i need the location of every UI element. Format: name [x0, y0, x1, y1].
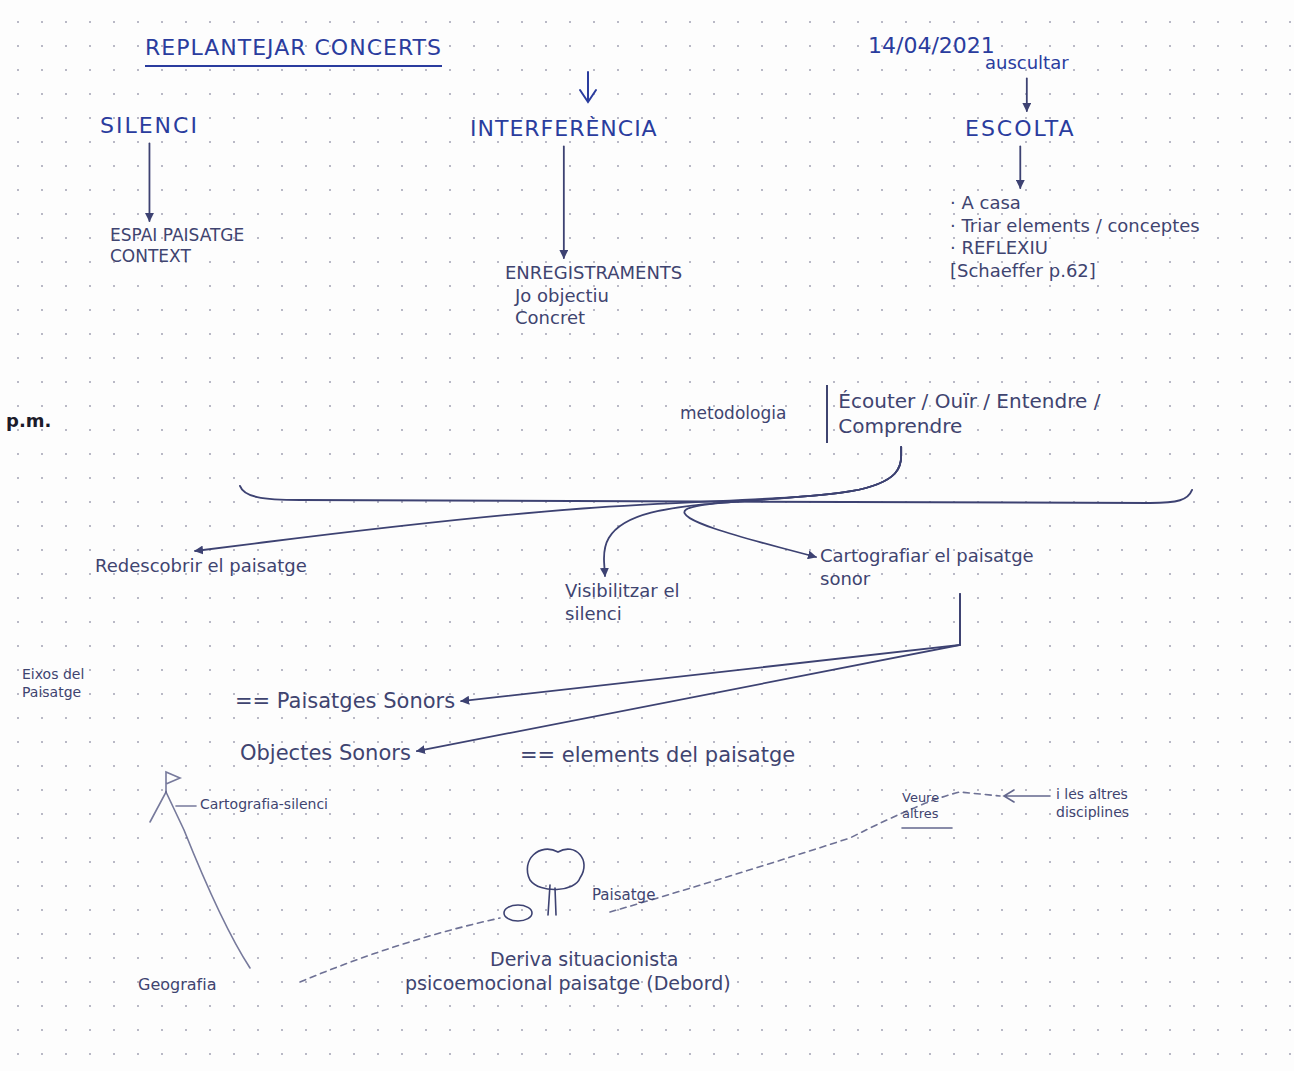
note-text: ESCOLTA	[965, 115, 1076, 143]
veure-underline	[902, 827, 952, 829]
note-text: metodologia	[680, 403, 786, 424]
note-node: auscultar	[985, 52, 1069, 75]
note-text: · Triar elements / conceptes	[950, 215, 1270, 238]
tree-label: Paisatge	[592, 886, 655, 905]
note-node: Cartografiar el paisatge sonor	[820, 545, 1040, 590]
note-node: · A casa· Triar elements / conceptes· RE…	[950, 192, 1270, 282]
peak-label: Cartografia-silenci	[200, 796, 328, 814]
note-text: Visibilitzar el silenci	[565, 580, 705, 625]
arrow-connector	[461, 594, 960, 701]
note-text: SILENCI	[100, 112, 199, 140]
arrow-connector	[1019, 147, 1021, 189]
footer-note: Deriva situacionista psicoemocional pais…	[405, 948, 797, 996]
note-node: INTERFERÈNCIA	[470, 115, 658, 143]
arrow-connector	[149, 144, 151, 222]
note-node: ENREGISTRAMENTSJo objectiu Concret	[505, 262, 715, 330]
peak-arrow	[1004, 790, 1050, 802]
note-text: Écouter / Ouïr / Entendre / Comprendre	[826, 385, 1122, 443]
note-node: Visibilitzar el silenci	[565, 580, 705, 625]
note-node: ESPAI PAISATGE CONTEXT	[110, 225, 305, 268]
note-node: ESCOLTA	[965, 115, 1076, 143]
note-text: ENREGISTRAMENTS	[505, 262, 715, 285]
small-note: Veure altres	[902, 790, 957, 823]
peak-note: i les altres disciplines	[1056, 786, 1176, 821]
note-text: == Paisatges Sonors	[235, 688, 455, 714]
flag	[166, 772, 180, 792]
note-node: SILENCI	[100, 112, 199, 140]
note-node: Objectes Sonors	[240, 740, 411, 766]
note-text: Objectes Sonors	[240, 740, 411, 766]
note-text: INTERFERÈNCIA	[470, 115, 658, 143]
note-text: ESPAI PAISATGE CONTEXT	[110, 225, 305, 268]
margin-note: p.m.	[6, 410, 51, 433]
arrow-connector	[563, 147, 565, 259]
arrow-connector	[195, 447, 901, 551]
sketch-lines	[150, 72, 1192, 982]
note-node: metodologia Écouter / Ouïr / Entendre / C…	[680, 385, 1122, 443]
note-text: auscultar	[985, 52, 1069, 75]
equivalence-note: == elements del paisatge	[520, 742, 795, 768]
title-arrow	[587, 72, 589, 100]
page-title: REPLANTEJAR CONCERTS	[145, 34, 442, 67]
arrow-connector	[684, 447, 901, 557]
note-node: == Paisatges Sonors	[235, 688, 455, 714]
arrow-connector	[1026, 79, 1028, 112]
title-arrow-head	[580, 90, 596, 102]
note-text: Jo objectiu Concret	[515, 285, 645, 330]
date: 14/04/2021	[868, 32, 995, 60]
left-peak	[150, 792, 250, 968]
note-text: · REFLEXIU	[950, 237, 1270, 260]
note-text: · A casa	[950, 192, 1270, 215]
bush	[504, 905, 532, 921]
note-text: Cartografiar el paisatge sonor	[820, 545, 1040, 590]
tree-crown	[527, 849, 584, 889]
arrow-connector	[417, 594, 960, 751]
landscape-line	[610, 792, 1000, 912]
note-text: [Schaeffer p.62]	[950, 260, 1270, 283]
axis-note: Eixos del Paisatge	[22, 666, 102, 701]
peak-leader	[176, 805, 196, 807]
ground-label: Geografia	[138, 975, 216, 995]
note-node: Redescobrir el paisatge	[95, 555, 307, 578]
note-text: Redescobrir el paisatge	[95, 555, 307, 578]
